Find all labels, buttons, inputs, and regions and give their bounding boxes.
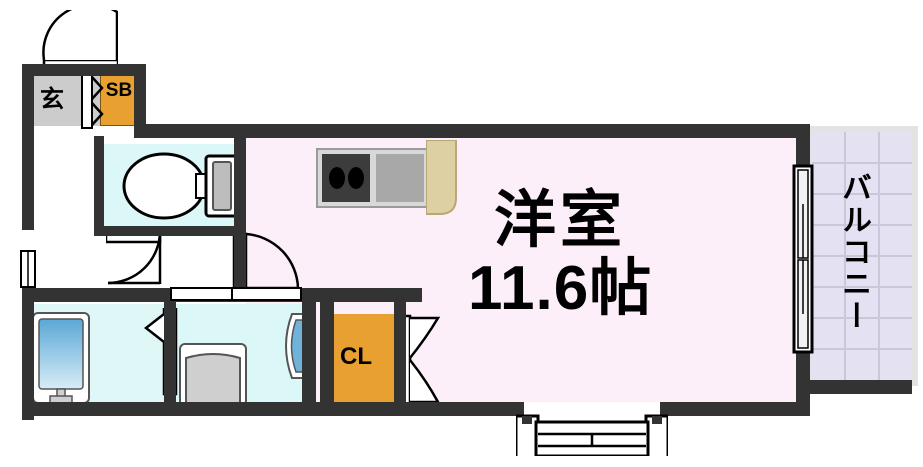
entrance-label: 玄 — [40, 86, 64, 113]
entrance-door[interactable] — [78, 72, 104, 130]
toilet-door[interactable] — [106, 228, 168, 290]
wall-balcony-bottom — [796, 380, 912, 394]
closet-label: CL — [340, 343, 372, 370]
balcony-tile-grid — [812, 132, 912, 380]
wall-entrance-top — [22, 64, 142, 76]
wall-toilet-bottom — [94, 226, 246, 236]
wall-toilet-left — [94, 136, 104, 236]
washroom-window — [170, 287, 302, 301]
wall-closet-left — [320, 302, 334, 414]
bathtub — [32, 312, 90, 404]
main-room-name: 洋室 — [494, 186, 627, 255]
wall-entrance-right — [134, 64, 146, 136]
wall-outer-left-2 — [22, 126, 34, 230]
wall-toilet-right — [234, 136, 246, 296]
wall-bath-divider — [164, 302, 176, 414]
wall-outer-left — [22, 64, 34, 126]
wall-washroom-right — [302, 302, 316, 414]
bay-window[interactable] — [516, 402, 668, 456]
toilet-fixture — [122, 152, 240, 220]
balcony-label: バルコニー — [837, 172, 870, 332]
shoe-box — [100, 74, 136, 126]
kitchen-sink — [376, 154, 424, 202]
stove-burner-icons — [329, 167, 364, 189]
main-room-size: 11.6帖 — [468, 254, 653, 323]
shoe-box-label: SB — [105, 80, 133, 101]
wall-outer-left-3 — [22, 286, 34, 420]
balcony-sliding-door[interactable] — [792, 164, 814, 354]
wall-main-top — [134, 124, 810, 138]
washing-machine — [179, 343, 247, 407]
kitchen-counter-extension — [426, 140, 457, 215]
wall-closet-right — [394, 302, 406, 414]
hallway-window — [20, 250, 36, 288]
wall-bottom-left — [22, 402, 406, 416]
closet — [332, 314, 396, 406]
